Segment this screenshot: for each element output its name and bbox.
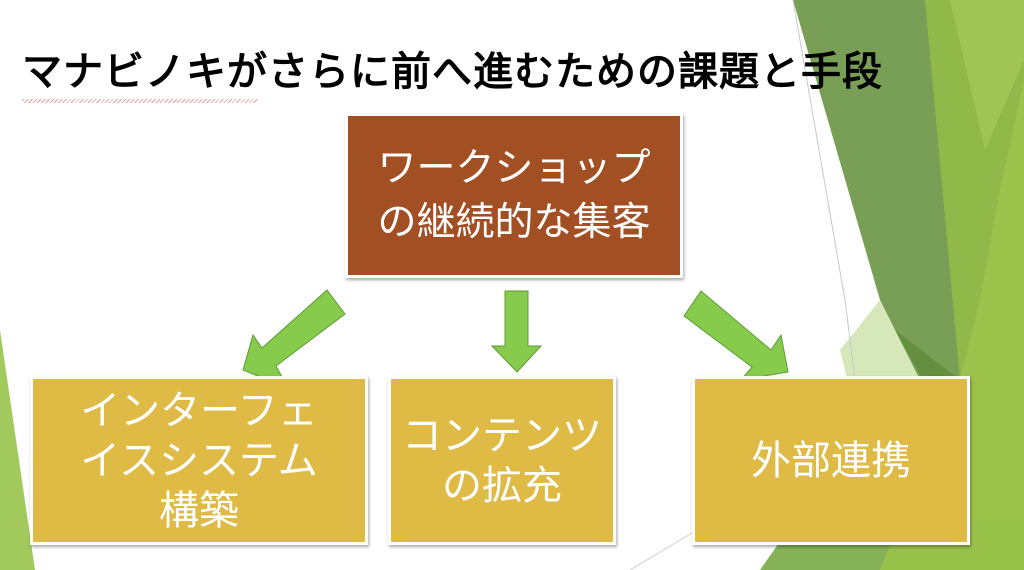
child-node-label: 外部連携	[751, 437, 911, 484]
top-node-workshop[interactable]: ワークショップ の継続的な集客	[345, 113, 683, 278]
decor-line	[792, 0, 846, 301]
child-node-interface-system[interactable]: インターフェ イスシステム 構築	[30, 376, 368, 545]
child-node-label: インターフェ イスシステム 構築	[80, 387, 318, 534]
right-dark-green-panel	[793, 0, 960, 420]
decor-line-bottom	[629, 532, 693, 570]
left-green-triangle	[0, 330, 35, 570]
right-soft-green-shard	[950, 0, 1024, 150]
child-node-label: コンテンツ の拡充	[402, 412, 602, 509]
top-node-label: ワークショップ の継続的な集客	[377, 145, 651, 245]
child-node-external-collab[interactable]: 外部連携	[692, 376, 970, 545]
slide-title: マナビノキがさらに前へ進むための課題と手段	[22, 49, 883, 95]
spellcheck-underline	[22, 99, 258, 103]
child-node-contents[interactable]: コンテンツ の拡充	[388, 376, 616, 545]
